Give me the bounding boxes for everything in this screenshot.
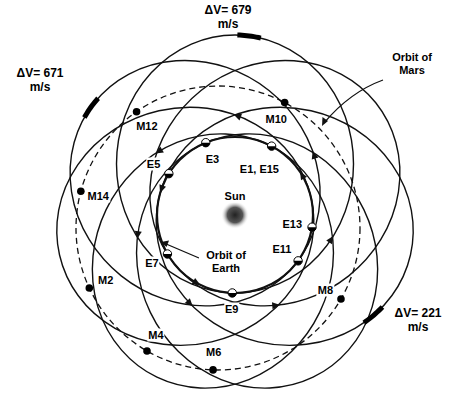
cycler-orbit <box>100 10 449 356</box>
earth-position-symbol <box>267 146 275 150</box>
mars-position-label: M12 <box>135 120 158 133</box>
earth-position-label: E9 <box>224 302 239 315</box>
orbit-label: Orbit of Earth <box>199 249 253 275</box>
mars-position-label: M6 <box>205 345 222 358</box>
earth-position-label: E7 <box>144 257 159 270</box>
sun-label: Sun <box>224 190 247 203</box>
cycler-orbit <box>94 93 419 411</box>
mars-orbit <box>76 86 360 370</box>
mars-position-label: M4 <box>147 329 164 342</box>
earth-position-symbol <box>294 261 302 265</box>
earth-position-symbol <box>308 227 316 231</box>
earth-position-symbol <box>202 143 210 147</box>
mars-position-dot <box>337 295 345 303</box>
mars-position-dot <box>77 187 85 195</box>
earth-position-symbol <box>165 169 173 177</box>
orbit-label: Orbit of Mars <box>385 51 439 77</box>
earth-position-label: E11 <box>271 243 292 256</box>
earth-position-symbol <box>165 174 173 178</box>
orbit-marks <box>77 35 382 374</box>
burn-mark <box>364 307 383 323</box>
delta-v-label: ΔV= 221 m/s <box>392 306 444 334</box>
earth-position-symbol <box>163 250 171 258</box>
earth-position-label: E13 <box>281 218 303 231</box>
earth-position-symbol <box>308 223 316 231</box>
direction-arrowhead <box>159 184 166 193</box>
mars-position-label: M10 <box>265 112 288 125</box>
mars-position-label: M14 <box>87 189 110 202</box>
earth-position-label: E1, E15 <box>239 163 280 176</box>
sun <box>221 201 249 229</box>
leader-line <box>324 80 383 123</box>
cycler-orbit <box>33 82 337 370</box>
direction-arrowhead <box>326 236 333 245</box>
earth-position-symbol <box>294 257 302 265</box>
mars-position-label: M8 <box>317 284 334 297</box>
direction-arrowhead <box>135 231 142 239</box>
mars-position-dot <box>281 99 289 107</box>
direction-arrowhead <box>272 302 280 309</box>
mars-position-dot <box>133 108 141 116</box>
mars-position-dot <box>209 366 217 374</box>
direction-arrowhead <box>300 172 307 181</box>
earth-position-label: E3 <box>205 153 220 166</box>
earth-position-symbol <box>228 293 236 297</box>
cycler-orbit <box>117 35 354 293</box>
earth-orbit <box>157 137 313 293</box>
earth-position-symbol <box>228 289 236 297</box>
direction-arrowhead <box>155 146 164 153</box>
mars-position-label: M2 <box>97 274 114 287</box>
burn-mark <box>84 98 98 117</box>
direction-arrowhead <box>192 278 201 285</box>
delta-v-label: ΔV= 679 m/s <box>202 3 254 31</box>
earth-position-symbol <box>163 254 171 258</box>
burn-mark <box>237 35 260 38</box>
direction-arrowhead <box>233 114 242 121</box>
cycler-orbit <box>20 10 369 356</box>
cycler-orbits <box>20 10 449 411</box>
earth-position-symbol <box>202 138 210 146</box>
direction-arrowhead <box>312 151 319 160</box>
leader-arrowhead <box>322 117 328 126</box>
earth-position-symbol <box>267 142 275 150</box>
delta-v-label: ΔV= 671 m/s <box>14 66 66 94</box>
earth-position-label: E5 <box>146 158 161 171</box>
leader-arrowhead <box>161 241 169 248</box>
direction-arrowhead <box>185 298 193 306</box>
mars-position-dot <box>86 284 94 292</box>
mars-position-dot <box>143 347 151 355</box>
